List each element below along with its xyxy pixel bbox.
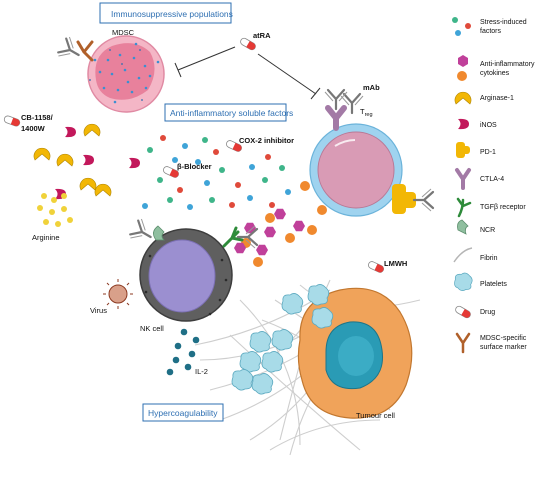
nk-tgfb-receptor [222, 226, 244, 248]
legend-platelets: Platelets [480, 281, 507, 288]
legend-pd1: PD-1 [480, 149, 496, 156]
nk-cell [139, 228, 233, 322]
il2-label: IL-2 [195, 367, 208, 376]
legend-stress-line2: factors [480, 28, 502, 35]
legend-ncr: NCR [480, 227, 495, 234]
legend-platelets-icon [454, 272, 473, 291]
box-hypercoagulability-label: Hypercoagulability [148, 408, 218, 418]
box-anti-inflammatory [164, 103, 287, 122]
mdsc-marker [76, 40, 94, 62]
atra-inhibition-mdsc [174, 46, 236, 78]
box-immunosuppressive-label: Immunosuppressive populations [111, 9, 233, 19]
legend: Stress-induced factors Anti-inflammatory… [452, 17, 535, 354]
legend-mdsc-marker-icon [455, 332, 471, 354]
virus-particle [103, 279, 133, 309]
atra-label: atRA [253, 31, 271, 40]
legend-antiinf-line1: Anti-inflammatory [480, 61, 535, 68]
treg-label: Treg [360, 107, 373, 118]
tumour-label: Tumour cell [356, 411, 395, 420]
nk-ncr [153, 225, 165, 241]
legend-ctla4-icon [455, 168, 471, 190]
legend-mdsc-marker-line2: surface marker [480, 344, 527, 351]
lmwh-label: LMWH [384, 259, 407, 268]
il2-dots [166, 328, 200, 376]
legend-drug: Drug [480, 309, 495, 316]
legend-stress-line1: Stress-induced [480, 19, 527, 26]
treg-cell [309, 123, 403, 217]
box-immunosuppressive [99, 2, 232, 24]
cox2-label: COX-2 inhibitor [239, 136, 294, 145]
legend-antiinf-line2: cytokines [480, 70, 510, 77]
mdsc-label: MDSC [112, 28, 135, 37]
arginine-dots [37, 193, 73, 227]
legend-inos: iNOS [480, 122, 497, 129]
cb1158-label-line2: 1400W [21, 124, 46, 133]
legend-drug-icon [453, 304, 473, 320]
legend-fibrin: Fibrin [480, 255, 498, 262]
legend-arginase-icon [454, 91, 472, 105]
atra-inhibition-treg [257, 53, 321, 100]
legend-ncr-icon [457, 219, 469, 235]
legend-fibrin-icon [453, 247, 473, 263]
cb1158-label-line1: CB-1158/ [21, 113, 54, 122]
stress-factor-dots [142, 135, 291, 210]
treg-ctla4 [325, 105, 347, 131]
ncr-antibody [127, 216, 158, 248]
pd1-antibody [412, 187, 435, 213]
box-anti-inflammatory-label: Anti-inflammatory soluble factors [170, 108, 293, 118]
legend-pd1-icon [456, 142, 470, 158]
lmwh-pill-icon [366, 259, 386, 275]
beta-blocker-label: β-Blocker [177, 162, 212, 171]
mdsc-antibody [55, 34, 86, 66]
mab-label: mAb [363, 83, 380, 92]
cb1158-pill-icon [2, 114, 22, 128]
legend-ctla4: CTLA-4 [480, 176, 504, 183]
legend-antiinf-icon [457, 55, 468, 81]
legend-stress-icon [452, 17, 471, 36]
legend-tgfb-icon [456, 197, 472, 218]
legend-inos-icon [458, 118, 469, 130]
tumour-cell [297, 287, 413, 419]
cytokine-orange-balls [241, 181, 327, 267]
box-hypercoagulability [142, 403, 224, 422]
treg-pd1 [392, 184, 416, 214]
legend-arginase: Arginase-1 [480, 95, 514, 102]
legend-mdsc-marker-line1: MDSC-specific [480, 335, 527, 342]
virus-label: Virus [90, 306, 107, 315]
arginine-label: Arginine [32, 233, 60, 242]
legend-tgfb: TGFβ receptor [480, 204, 526, 211]
nk-label: NK cell [140, 324, 164, 333]
mdsc-cell [87, 35, 165, 113]
